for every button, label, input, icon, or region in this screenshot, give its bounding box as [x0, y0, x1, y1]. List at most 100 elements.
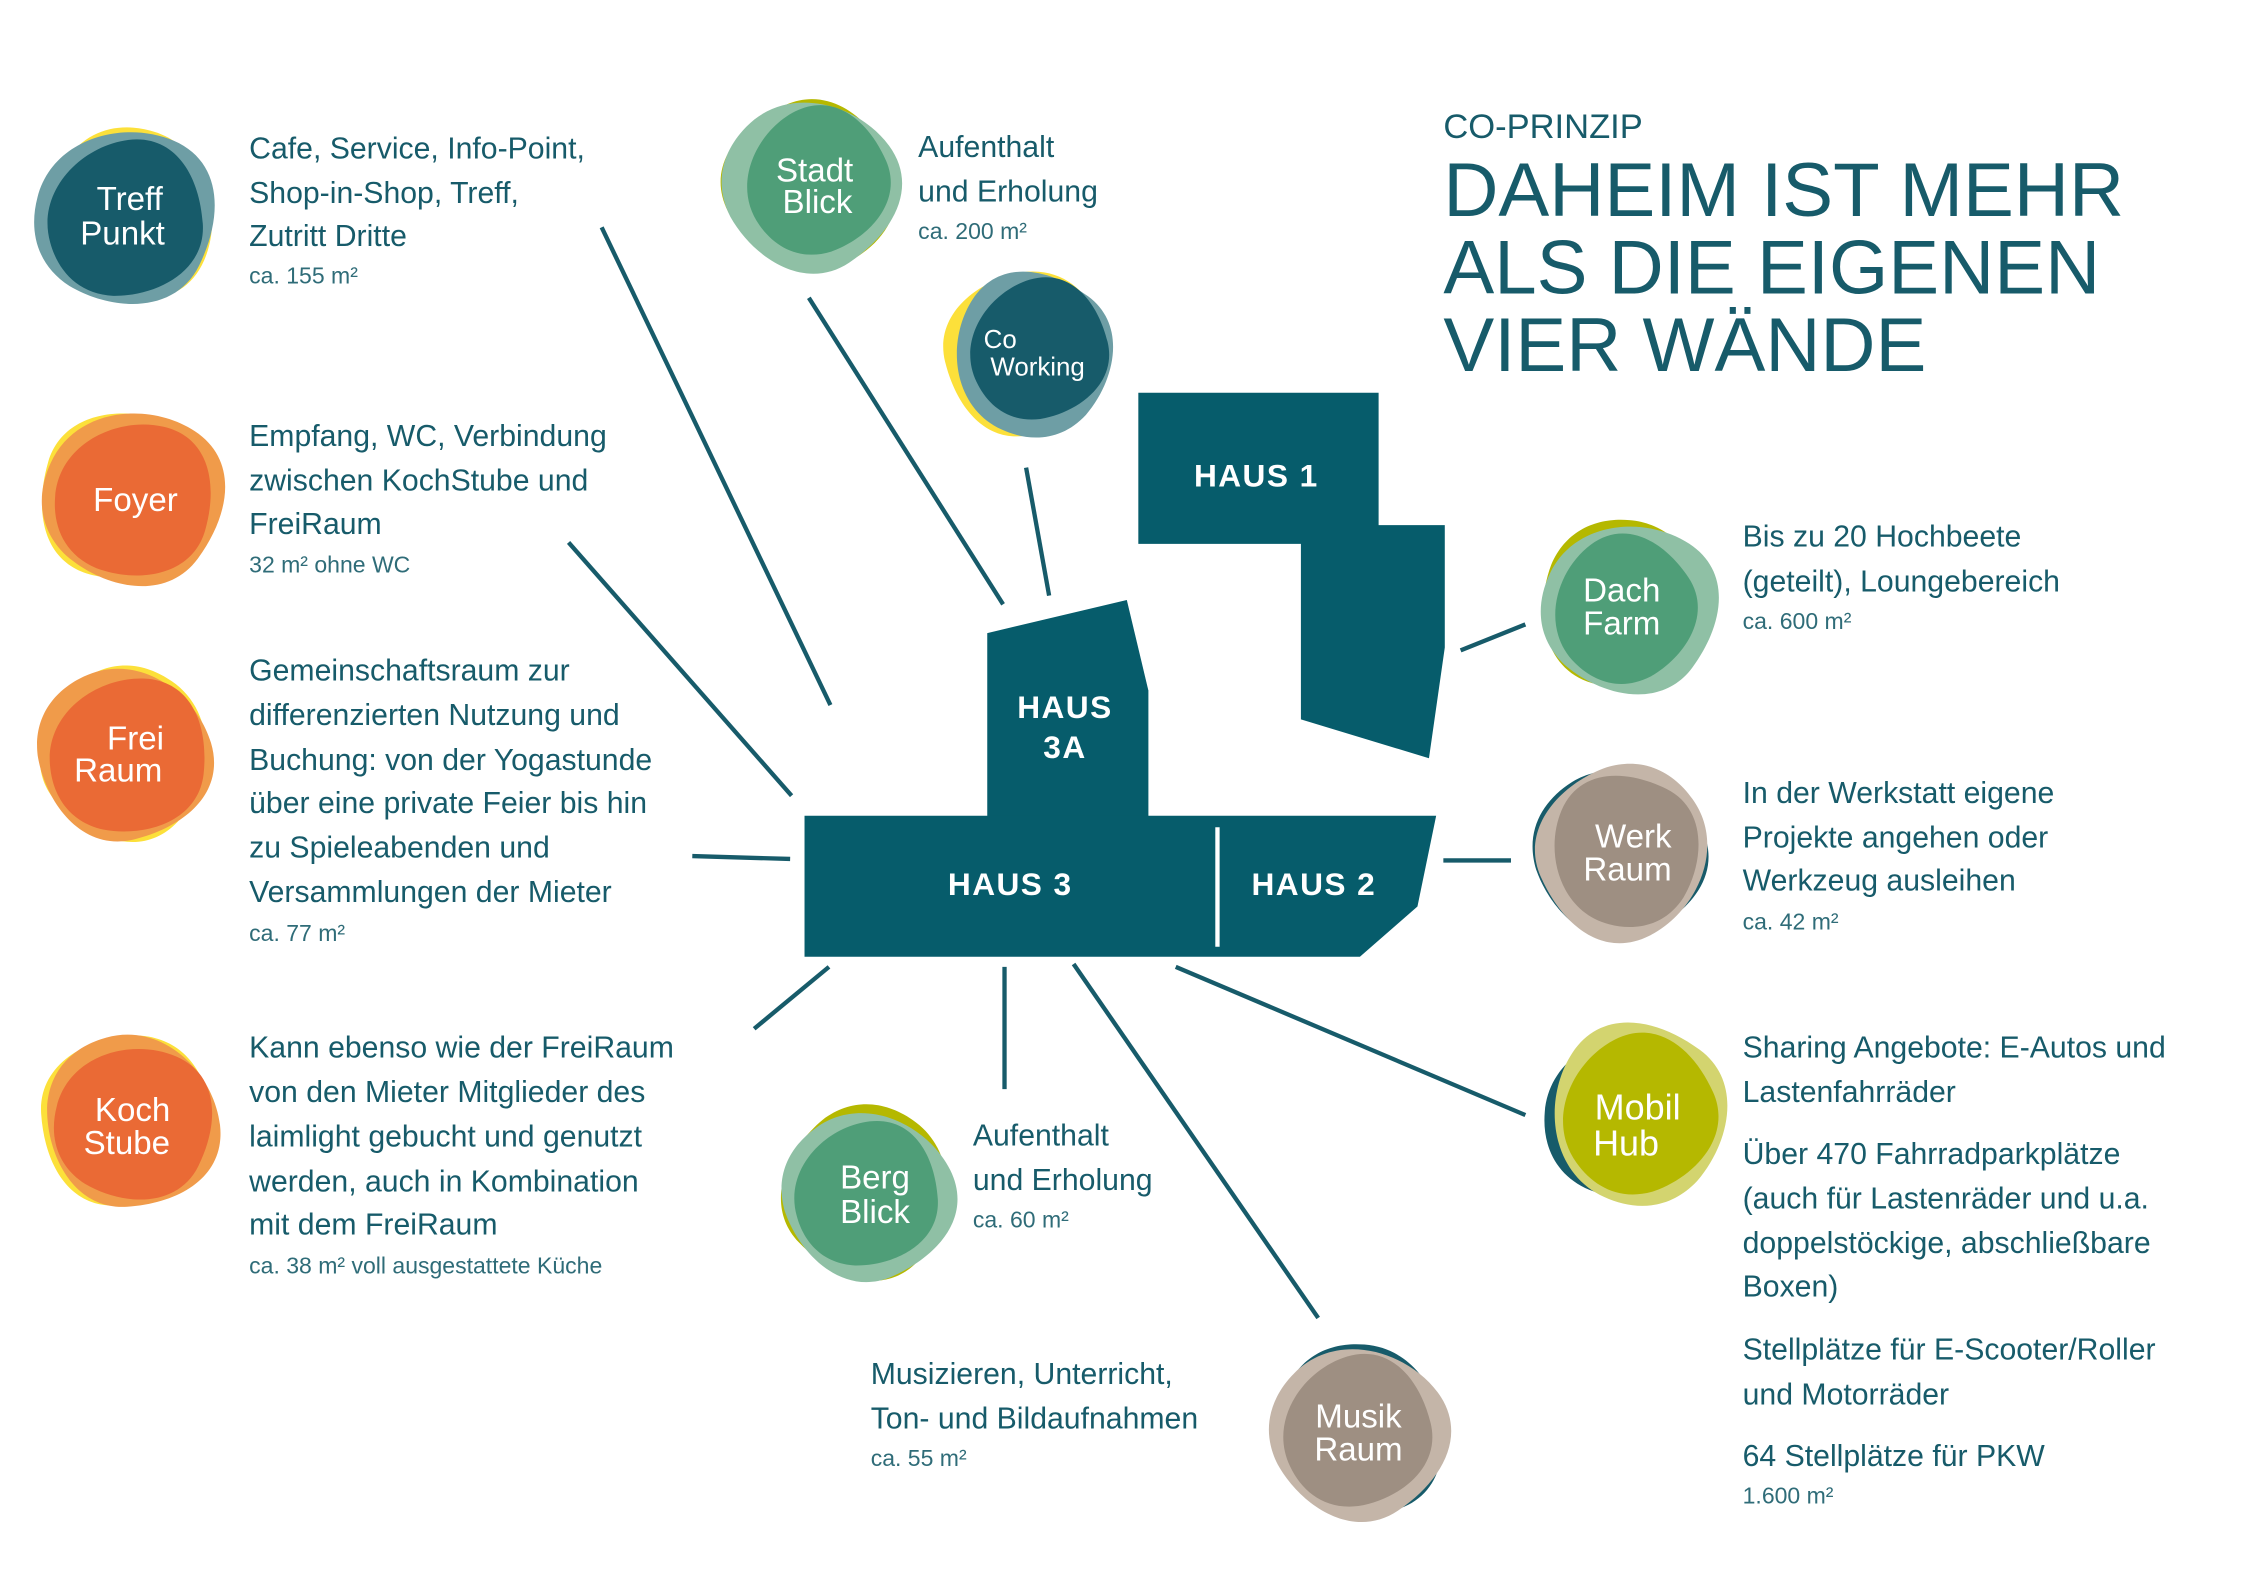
desc-line: Empfang, WC, Verbindung	[249, 420, 607, 453]
area-label: ca. 55 m²	[871, 1445, 967, 1471]
desc-line: Projekte angehen oder	[1743, 821, 2049, 854]
area-label: ca. 600 m²	[1743, 608, 1852, 634]
desc-foyer: Empfang, WC, Verbindung zwischen KochStu…	[249, 420, 607, 578]
desc-line: doppelstöckige, abschließbare	[1743, 1227, 2151, 1260]
area-label: ca. 38 m² voll ausgestattete Küche	[249, 1252, 602, 1278]
bubble-label-2: Blick	[840, 1194, 910, 1231]
desc-kochstube: Kann ebenso wie der FreiRaum von den Mie…	[248, 1032, 674, 1279]
bubble-label-2: Working	[990, 354, 1084, 382]
desc-line: Über 470 Fahrradparkplätze	[1743, 1138, 2121, 1171]
area-label: ca. 60 m²	[973, 1206, 1069, 1232]
desc-line: Bis zu 20 Hochbeete	[1743, 521, 2022, 554]
connector-treffpunkt	[599, 226, 833, 706]
area-label: ca. 200 m²	[918, 218, 1027, 244]
area-label: ca. 42 m²	[1743, 908, 1839, 934]
desc-mobilhub: Sharing Angebote: E-Autos und Lastenfahr…	[1743, 1032, 2166, 1509]
bubble-freiraum: Frei Raum	[9, 635, 245, 871]
title-line-3: VIER WÄNDE	[1443, 303, 1926, 388]
desc-line: zu Spieleabenden und	[249, 832, 550, 865]
desc-line: und Erholung	[973, 1164, 1153, 1197]
desc-line: Zutritt Dritte	[249, 220, 407, 253]
desc-freiraum: Gemeinschaftsraum zur differenzierten Nu…	[249, 655, 652, 946]
desc-line: Gemeinschaftsraum zur	[249, 655, 570, 688]
desc-musikraum: Musizieren, Unterricht, Ton- und Bildauf…	[871, 1358, 1198, 1471]
desc-line: (geteilt), Loungebereich	[1743, 565, 2060, 598]
bubble-label-2: Raum	[1583, 852, 1671, 889]
desc-line: Buchung: von der Yogastunde	[249, 744, 652, 777]
bubble-label-2: Punkt	[80, 216, 165, 253]
bubble-label-1: Mobil	[1595, 1086, 1681, 1127]
bubble-werkraum: Werk Raum	[1505, 735, 1742, 969]
desc-line: Shop-in-Shop, Treff,	[249, 177, 519, 210]
area-label: ca. 77 m²	[249, 920, 345, 946]
bubble-label-2: Blick	[783, 184, 853, 221]
bubble-mobilhub: Mobil Hub	[1517, 994, 1758, 1235]
bubble-label-2: Farm	[1583, 606, 1660, 643]
desc-line: laimlight gebucht und genutzt	[249, 1121, 643, 1154]
bubble-label-1: Koch	[95, 1092, 170, 1129]
connector-stadtblick	[807, 296, 1005, 606]
desc-line: und Erholung	[918, 175, 1098, 208]
bubble-label-1: Dach	[1583, 572, 1660, 609]
title-line-2: ALS DIE EIGENEN	[1443, 226, 2100, 311]
desc-werkraum: In der Werkstatt eigene Projekte angehen…	[1743, 777, 2055, 935]
desc-line: Aufenthalt	[973, 1119, 1110, 1152]
haus-1-label: HAUS 1	[1194, 457, 1319, 493]
bubble-bergblick: Berg Blick	[750, 1073, 986, 1310]
header: CO-PRINZIP DAHEIM IST MEHR ALS DIE EIGEN…	[1443, 108, 2124, 388]
desc-line: Sharing Angebote: E-Autos und	[1743, 1032, 2166, 1065]
desc-line: FreiRaum	[249, 508, 382, 541]
connector-mobilhub	[1174, 964, 1527, 1118]
desc-line: Werkzeug ausleihen	[1743, 865, 2016, 898]
connector-coworking	[1023, 467, 1052, 597]
area-label: 1.600 m²	[1743, 1483, 1834, 1509]
desc-dachfarm: Bis zu 20 Hochbeete (geteilt), Loungeber…	[1743, 521, 2060, 634]
desc-treffpunkt: Cafe, Service, Info-Point, Shop-in-Shop,…	[249, 132, 585, 288]
desc-line: Stellplätze für E-Scooter/Roller	[1743, 1334, 2156, 1367]
bubble-label-1: Musik	[1315, 1398, 1402, 1435]
desc-line: Aufenthalt	[918, 131, 1055, 164]
desc-line: von den Mieter Mitglieder des	[249, 1076, 645, 1109]
bubble-foyer: Foyer	[12, 376, 254, 616]
bubble-label-1: Berg	[840, 1159, 910, 1196]
bubble-label-1: Werk	[1595, 818, 1672, 855]
desc-line: differenzierten Nutzung und	[249, 699, 620, 732]
desc-line: mit dem FreiRaum	[249, 1208, 497, 1241]
haus-3-label: HAUS 3	[948, 866, 1073, 902]
desc-line: Ton- und Bildaufnahmen	[871, 1403, 1198, 1436]
connector-dachfarm	[1459, 622, 1527, 653]
desc-stadtblick: Aufenthalt und Erholung ca. 200 m²	[918, 131, 1098, 244]
desc-line: und Motorräder	[1743, 1378, 1950, 1411]
desc-line: Versammlungen der Mieter	[249, 876, 612, 909]
bubble-label-1: Treff	[97, 181, 164, 218]
bubble-dachfarm: Dach Farm	[1512, 490, 1747, 724]
bubble-label-2: Raum	[74, 752, 162, 789]
connector-musikraum	[1071, 962, 1320, 1320]
desc-line: Lastenfahrräder	[1743, 1076, 1956, 1109]
bubble-label-1: Foyer	[93, 482, 178, 519]
haus-3a-label-2: 3A	[1043, 729, 1086, 765]
haus-3a-label-1: HAUS	[1017, 689, 1112, 725]
haus-1-shape	[1138, 392, 1445, 759]
connector-kochstube	[752, 965, 831, 1031]
desc-line: Musizieren, Unterricht,	[871, 1358, 1173, 1391]
haus-3-2-shape	[804, 815, 1437, 957]
bubble-kochstube: Koch Stube	[29, 1020, 232, 1221]
desc-line: Boxen)	[1743, 1270, 1839, 1303]
bubble-musikraum: Musik Raum	[1237, 1310, 1481, 1553]
desc-bergblick: Aufenthalt und Erholung ca. 60 m²	[973, 1119, 1153, 1232]
title-line-1: DAHEIM IST MEHR	[1443, 148, 2124, 233]
desc-line: über eine private Feier bis hin	[249, 787, 647, 820]
bubble-label-2: Hub	[1593, 1122, 1659, 1163]
connector-foyer	[566, 541, 794, 798]
desc-line: Cafe, Service, Info-Point,	[249, 132, 585, 165]
bubble-stadtblick: Stadt Blick	[690, 63, 931, 305]
bubble-label-1: Co	[984, 326, 1017, 354]
bubble-coworking: Co Working	[923, 246, 1140, 464]
haus-2-label: HAUS 2	[1252, 866, 1377, 902]
bubble-treffpunkt: Treff Punkt	[11, 103, 240, 328]
connector-freiraum	[692, 853, 791, 862]
desc-line: 64 Stellplätze für PKW	[1743, 1440, 2046, 1473]
haus-3a-shape	[987, 599, 1149, 818]
